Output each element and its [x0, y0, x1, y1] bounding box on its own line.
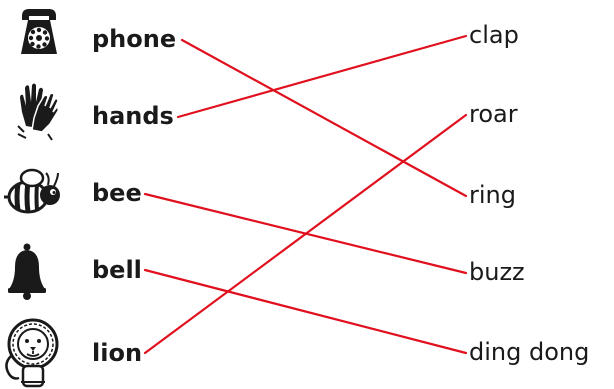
left-word-hands: hands [92, 102, 174, 130]
bell-icon [8, 244, 46, 301]
match-lines [145, 36, 466, 353]
left-word-bee: bee [92, 179, 142, 207]
right-word-clap: clap [469, 21, 519, 49]
clapping-hands-icon [18, 84, 58, 141]
left-word-phone: phone [92, 25, 176, 53]
lion-icon [6, 320, 57, 386]
left-word-bell: bell [92, 256, 142, 284]
right-word-ding-dong: ding dong [469, 338, 589, 366]
right-word-buzz: buzz [469, 258, 525, 286]
bee-icon [4, 170, 60, 212]
match-line-hands-clap [178, 36, 466, 117]
right-word-ring: ring [469, 181, 516, 209]
match-line-bell-ding-dong [145, 270, 466, 353]
left-word-lion: lion [92, 339, 142, 367]
telephone-icon [21, 9, 57, 54]
match-line-phone-ring [182, 40, 466, 196]
right-word-roar: roar [469, 100, 518, 128]
match-line-lion-roar [145, 115, 466, 353]
